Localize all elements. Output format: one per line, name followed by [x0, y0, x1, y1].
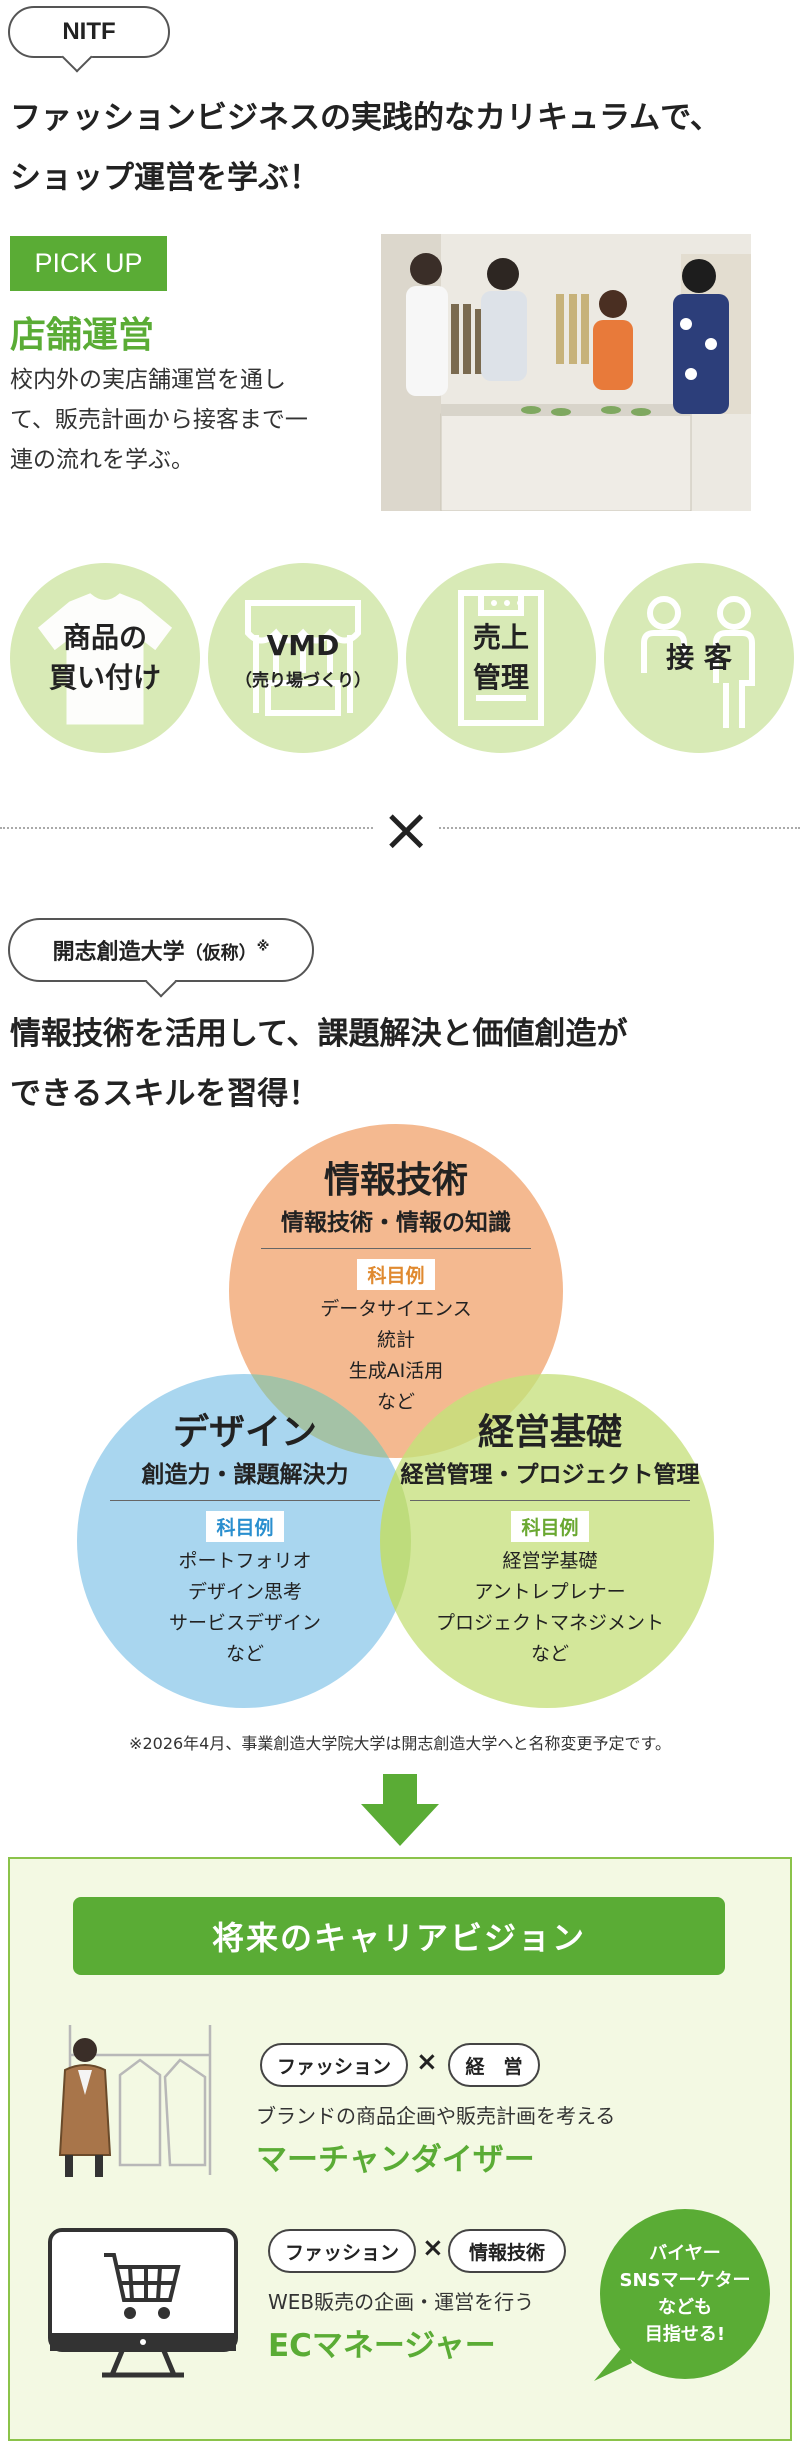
people-icon [641, 596, 755, 728]
aspiration-bubble: バイヤー SNSマーケター なども 目指せる! [600, 2209, 770, 2379]
skill-buying: 商品の 買い付け [10, 563, 200, 753]
venn-circle-it [229, 1124, 563, 1458]
skill-vmd: VMD （売り場づくり） [208, 563, 398, 753]
career-title: 将来のキャリアビジョン [73, 1897, 725, 1975]
merchandiser-illustration [58, 2025, 212, 2177]
nitf-heading: ファッションビジネスの実践的なカリキュラムで、 ショップ運営を学ぶ！ [10, 100, 721, 196]
career1-pill-fashion: ファッション [260, 2043, 408, 2087]
footnote: ※2026年4月、事業創造大学院大学は開志創造大学へと名称変更予定です。 [129, 1734, 671, 1753]
shop-photo [381, 234, 751, 511]
cross-symbol: × [375, 800, 438, 860]
monitor-cart-illustration [48, 2228, 238, 2378]
venn-design-text: デザイン 創造力・課題解決力 科目例 ポートフォリオ デザイン思考 サービスデザ… [100, 1410, 390, 1670]
down-arrow-icon [361, 1774, 439, 1846]
career2-desc: WEB販売の企画・運営を行う [268, 2290, 535, 2314]
career2-times: × [422, 2233, 444, 2263]
career2-role: ECマネージャー [268, 2328, 496, 2364]
nitf-tag-label: NITF [62, 18, 116, 45]
career2-pill-it: 情報技術 [448, 2229, 566, 2273]
store-title: 店舗運営 [10, 315, 155, 356]
storefront-icon [245, 600, 361, 716]
kaishi-tag-label: 開志創造大学（仮称）※ [52, 939, 270, 965]
skill-sales: 売上 管理 [406, 563, 596, 753]
venn-diagram: 情報技術 情報技術・情報の知識 科目例 データサイエンス 統計 生成AI活用 な… [0, 1110, 800, 1720]
skill-service: 接 客 [604, 563, 794, 753]
kaishi-heading: 情報技術を活用して、課題解決と価値創造が できるスキルを習得！ [10, 1016, 628, 1112]
pickup-label: PICK UP [10, 236, 167, 291]
nitf-tag: NITF [8, 6, 170, 73]
speech-bubble-tail [594, 2345, 632, 2381]
venn-it-text: 情報技術 情報技術・情報の知識 科目例 データサイエンス 統計 生成AI活用 な… [246, 1158, 546, 1418]
career1-role: マーチャンダイザー [256, 2142, 535, 2178]
career2-pill-fashion: ファッション [268, 2229, 416, 2273]
register-icon [458, 590, 544, 726]
career1-times: × [416, 2047, 438, 2077]
kaishi-tag: 開志創造大学（仮称）※ [8, 918, 314, 998]
venn-management-text: 経営基礎 経営管理・プロジェクト管理 科目例 経営学基礎 アントレプレナー プロ… [400, 1412, 700, 1665]
tshirt-icon [37, 593, 173, 725]
career1-desc: ブランドの商品企画や販売計画を考える [256, 2104, 616, 2128]
career1-pill-management: 経 営 [448, 2043, 540, 2087]
store-desc: 校内外の実店舗運営を通し て、販売計画から接客まで一 連の流れを学ぶ。 [10, 367, 308, 473]
